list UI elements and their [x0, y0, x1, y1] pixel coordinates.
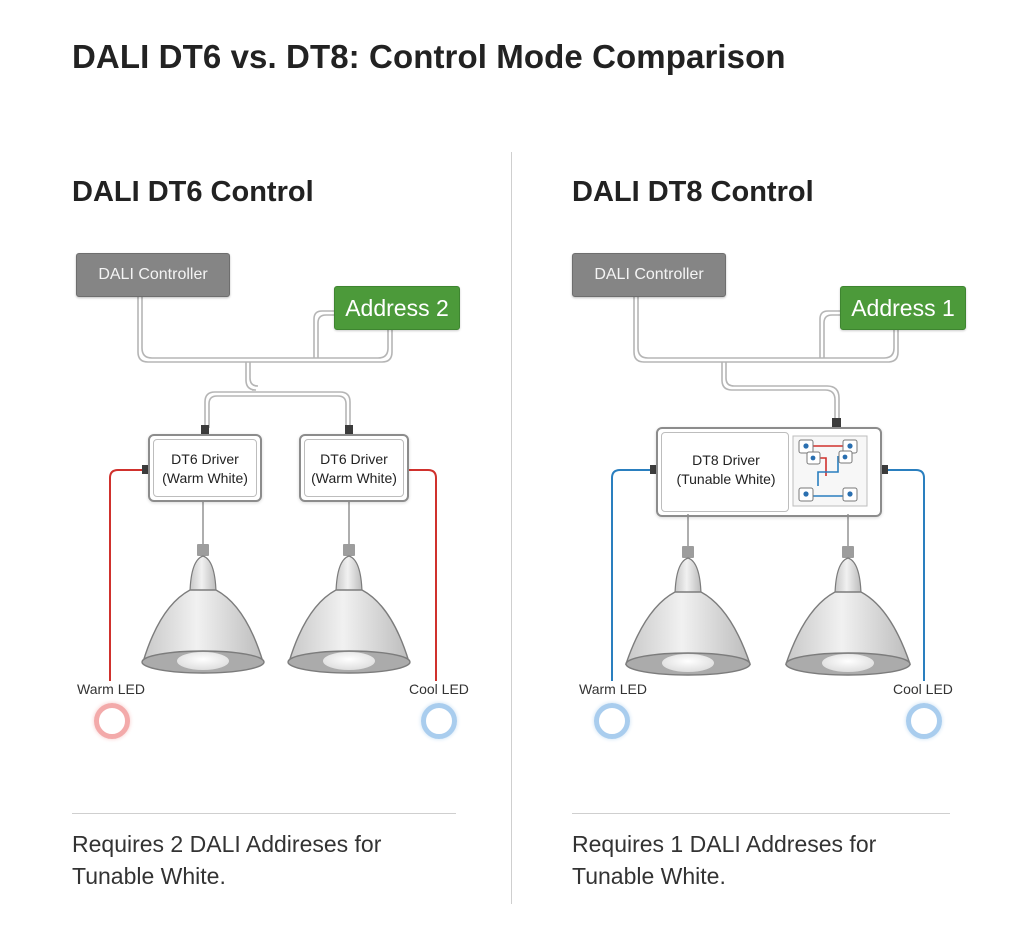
- lamp-cord: [687, 514, 849, 550]
- driver-sublabel: (Warm White): [162, 470, 248, 486]
- dt8-panel: DALI DT8 Control DALI Controller Address…: [500, 0, 1012, 926]
- warm-led-icon: [94, 703, 130, 739]
- page-title: DALI DT6 vs. DT8: Control Mode Compariso…: [72, 38, 786, 75]
- lamp-icon: [625, 546, 751, 676]
- dt6-wiring-diagram: [109, 296, 437, 681]
- cool-led-label: Cool LED: [893, 681, 953, 697]
- dt6-driver: DT6 Driver (Warm White): [148, 434, 262, 502]
- panel-divider: [511, 152, 512, 904]
- dali-controller: DALI Controller: [76, 253, 230, 297]
- lamp-icon: [141, 544, 265, 674]
- dali-bus-wire: [633, 296, 899, 420]
- cool-led-label: Cool LED: [409, 681, 469, 697]
- driver-label: DT6 Driver: [320, 451, 388, 467]
- dali-controller: DALI Controller: [572, 253, 726, 297]
- dt6-heading: DALI DT6 Control: [72, 176, 314, 208]
- address-badge: Address 1: [840, 286, 966, 330]
- dt6-panel: DALI DT6 Control DALI Controller Address…: [72, 176, 469, 892]
- dt8-footnote: Requires 1 DALI Addreses for Tunable Whi…: [572, 828, 952, 892]
- driver-sublabel: (Tunable White): [676, 471, 776, 487]
- warm-led-label: Warm LED: [579, 681, 647, 697]
- section-divider: [572, 813, 950, 814]
- warm-led-label: Warm LED: [77, 681, 145, 697]
- dali-bus-wire: [137, 296, 393, 428]
- cool-led-icon: [906, 703, 942, 739]
- lamp-cord: [202, 500, 350, 548]
- dt8-driver: DT8 Driver (Tunable White): [656, 427, 882, 517]
- lamp-icon: [287, 544, 411, 674]
- footnote-line: Requires 1 DALI Addreses for: [572, 831, 877, 857]
- dt6-footnote: Requires 2 DALI Addireses for Tunable Wh…: [72, 828, 452, 892]
- footnote-line: Requires 2 DALI Addireses for: [72, 831, 382, 857]
- address-badge: Address 2: [334, 286, 460, 330]
- driver-label: DT6 Driver: [171, 451, 239, 467]
- driver-label: DT8 Driver: [692, 452, 760, 468]
- cool-wire: [611, 469, 925, 681]
- switch-matrix-icon: [792, 435, 868, 507]
- dt8-wiring-diagram: [611, 296, 925, 681]
- dt6-driver: DT6 Driver (Warm White): [299, 434, 409, 502]
- footnote-line: Tunable White.: [572, 863, 726, 889]
- lamp-icon: [785, 546, 911, 676]
- footnote-line: Tunable White.: [72, 863, 226, 889]
- warm-led-icon: [594, 703, 630, 739]
- warm-wire: [109, 469, 437, 681]
- driver-sublabel: (Warm White): [311, 470, 397, 486]
- section-divider: [72, 813, 456, 814]
- cool-led-icon: [421, 703, 457, 739]
- dt8-heading: DALI DT8 Control: [572, 176, 814, 208]
